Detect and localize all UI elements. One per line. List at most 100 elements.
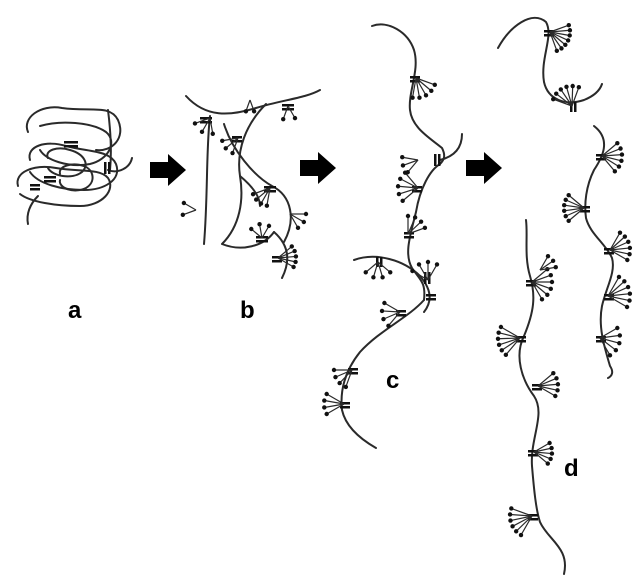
side-chain-head: [577, 85, 581, 89]
side-chain-head: [546, 461, 550, 465]
side-chain-tail: [532, 275, 551, 282]
side-chain-head: [555, 388, 559, 392]
side-chain-head: [567, 23, 571, 27]
side-chain-head: [337, 381, 341, 385]
side-chain-head: [562, 203, 566, 207]
side-chain-head: [496, 330, 500, 334]
side-chain-head: [281, 117, 285, 121]
side-chain-tail: [538, 373, 553, 386]
side-chain-head: [549, 273, 553, 277]
side-chain-tail: [532, 269, 547, 282]
side-chain-head: [618, 146, 622, 150]
side-chain-head: [401, 163, 405, 167]
panel-label-d: d: [564, 455, 579, 482]
side-chain-head: [540, 297, 544, 301]
side-chain-head: [257, 222, 261, 226]
side-chain-head: [291, 265, 295, 269]
side-chain-head: [564, 214, 568, 218]
side-chain-head: [424, 93, 428, 97]
side-chain-head: [423, 226, 427, 230]
side-chain-tail: [608, 281, 624, 296]
side-chain-head: [426, 260, 430, 264]
side-chain-head: [265, 204, 269, 208]
side-chain-head: [406, 170, 410, 174]
side-chain-head: [304, 212, 308, 216]
side-chain-head: [551, 371, 555, 375]
side-chain-head: [514, 529, 518, 533]
side-chain-head: [410, 269, 414, 273]
side-chain-tail: [405, 173, 418, 188]
panel-label-a: a: [68, 297, 82, 324]
side-chain-tail: [402, 157, 418, 160]
side-chain-tail: [534, 452, 548, 464]
side-chain-head: [617, 164, 621, 168]
side-chain-head: [562, 209, 566, 213]
side-chain-head: [419, 219, 423, 223]
side-chain-tail: [610, 237, 625, 250]
side-chain-head: [181, 213, 185, 217]
side-chain-head: [508, 518, 512, 522]
side-chain-head: [628, 292, 632, 296]
side-chain-head: [322, 398, 326, 402]
side-chain-head: [293, 116, 297, 120]
side-chain-head: [618, 333, 622, 337]
side-chain-head: [220, 139, 224, 143]
side-chain-head: [559, 46, 563, 50]
side-chain-head: [545, 293, 549, 297]
side-chain-head: [570, 84, 574, 88]
side-chain-head: [417, 262, 421, 266]
side-chain-head: [626, 285, 630, 289]
side-chain-head: [550, 451, 554, 455]
side-chain-head: [566, 193, 570, 197]
side-chain-head: [254, 197, 258, 201]
side-chain-head: [252, 109, 256, 113]
side-chain-head: [417, 95, 421, 99]
side-chain-head: [332, 368, 336, 372]
side-chain-head: [567, 33, 571, 37]
side-chain-head: [614, 348, 618, 352]
side-chain-head: [380, 309, 384, 313]
side-chain-head: [618, 230, 622, 234]
side-chain-head: [364, 270, 368, 274]
side-chain-head: [259, 201, 263, 205]
side-chain-head: [555, 49, 559, 53]
side-chain-head: [615, 326, 619, 330]
side-chain-head: [548, 457, 552, 461]
side-chain-head: [625, 258, 629, 262]
side-chain-head: [344, 385, 348, 389]
side-chain-head: [182, 201, 186, 205]
side-chain-head: [622, 279, 626, 283]
side-chain-head: [380, 275, 384, 279]
side-chain-head: [608, 353, 612, 357]
side-chain-head: [388, 270, 392, 274]
arrow-c-to-d: [466, 152, 502, 184]
side-chain-head: [623, 234, 627, 238]
side-chain-head: [556, 382, 560, 386]
side-chain-head: [294, 254, 298, 258]
side-chain-head: [546, 254, 550, 258]
side-chain-head: [386, 324, 390, 328]
side-chain-head: [625, 305, 629, 309]
side-chain-head: [510, 524, 514, 528]
side-chain-head: [564, 85, 568, 89]
side-chain-tail: [532, 282, 547, 295]
side-chain-head: [508, 512, 512, 516]
side-chain-head: [400, 155, 404, 159]
panel-d-fully-extended-chains: [498, 18, 614, 574]
side-chain-head: [499, 325, 503, 329]
side-chain-head: [267, 224, 271, 228]
side-chain-head: [496, 337, 500, 341]
side-chain-head: [293, 260, 297, 264]
side-chain-head: [550, 280, 554, 284]
side-chain-head: [333, 375, 337, 379]
side-chain-head: [296, 226, 300, 230]
side-chain-head: [410, 95, 414, 99]
side-chain-head: [244, 109, 248, 113]
panel-label-c: c: [386, 367, 399, 394]
side-chain-head: [613, 169, 617, 173]
side-chain-head: [396, 184, 400, 188]
side-chain-tail: [572, 86, 573, 106]
side-chain-head: [413, 215, 417, 219]
panel-label-b: b: [240, 297, 255, 324]
panel-a-tangled-chain: [17, 107, 132, 224]
